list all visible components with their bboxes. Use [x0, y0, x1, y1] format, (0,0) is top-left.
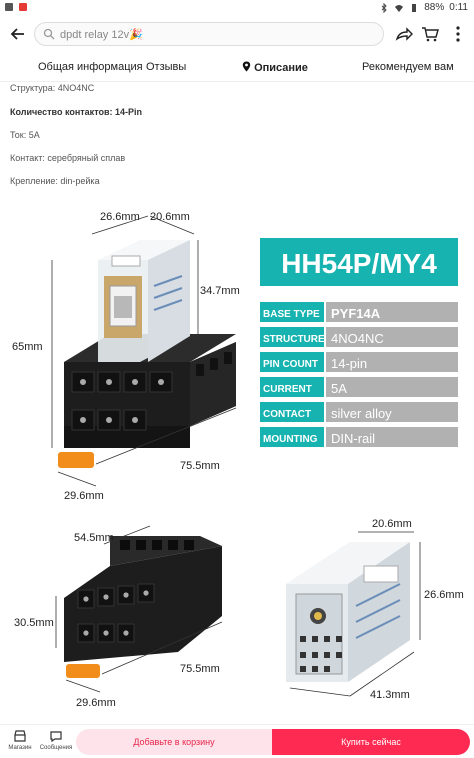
- top-header: dpdt relay 12v🎉: [0, 18, 474, 50]
- clock: 0:11: [449, 2, 468, 13]
- cart-icon[interactable]: [420, 24, 440, 44]
- model-title: HH54P/MY4: [281, 248, 437, 279]
- bottom-action-bar: Магазин Сообщения Добавьте в корзину Куп…: [0, 724, 474, 758]
- messages-label: Сообщения: [39, 745, 73, 751]
- relay-bottom: [286, 542, 410, 682]
- relay-top: [98, 240, 190, 362]
- battery-level: 88%: [424, 2, 445, 13]
- spec-table: HH54P/MY4 BASE TYPE PYF14A STRUCTURE 4NO…: [260, 238, 458, 447]
- tab-overview[interactable]: Общая информация: [38, 61, 143, 73]
- product-image[interactable]: 26.6mm 20.6mm 34.7mm 65mm 75.5mm 29.6mm …: [0, 196, 474, 724]
- location-pin-icon: [242, 61, 251, 72]
- dim-length: 75.5mm: [180, 460, 220, 472]
- spec-value-pin-count: 14-pin: [331, 356, 367, 371]
- back-arrow-icon[interactable]: [8, 24, 28, 44]
- spec-label-current: CURRENT: [263, 384, 312, 395]
- spec-contact: Контакт: серебряный сплав: [10, 153, 126, 163]
- spec-label-structure: STRUCTURE: [263, 334, 325, 345]
- spec-value-current: 5A: [331, 381, 347, 396]
- spec-current: Ток: 5A: [10, 130, 40, 140]
- search-icon: [43, 28, 55, 40]
- spec-label-contact: CONTACT: [263, 409, 311, 420]
- spec-label-mounting: MOUNTING: [263, 434, 318, 445]
- tab-recommended[interactable]: Рекомендуем вам: [362, 61, 454, 73]
- dimension-lines-top: [51, 215, 237, 487]
- socket-bottom: [64, 536, 222, 678]
- dim-depth: 29.6mm: [64, 490, 104, 502]
- dim-width-2: 20.6mm: [150, 211, 190, 223]
- search-input[interactable]: dpdt relay 12v🎉: [34, 22, 384, 46]
- spec-label-pin-count: PIN COUNT: [263, 359, 318, 370]
- store-button[interactable]: Магазин: [2, 729, 38, 751]
- chat-icon: [50, 731, 62, 743]
- tab-description-label: Описание: [254, 62, 308, 74]
- bluetooth-icon: [381, 2, 387, 13]
- share-icon[interactable]: [394, 24, 414, 44]
- dim-depth-bottom: 29.6mm: [76, 697, 116, 709]
- dim-length-bottom: 75.5mm: [180, 663, 220, 675]
- dim-total-height: 65mm: [12, 341, 43, 353]
- product-tabs: Общая информация Отзывы Описание Рекомен…: [0, 52, 474, 82]
- spec-value-mounting: DIN-rail: [331, 431, 375, 446]
- dim-width-1: 26.6mm: [100, 211, 140, 223]
- spec-value-contact: silver alloy: [331, 406, 392, 421]
- spec-pin-count: Количество контактов: 14-Pin: [10, 107, 143, 117]
- messages-button[interactable]: Сообщения: [38, 729, 74, 751]
- dim-relay-length: 41.3mm: [370, 689, 410, 701]
- product-diagram: 26.6mm 20.6mm 34.7mm 65mm 75.5mm 29.6mm …: [12, 211, 464, 709]
- dim-relay-height: 26.6mm: [424, 589, 464, 601]
- dim-top-height: 34.7mm: [200, 285, 240, 297]
- search-text: dpdt relay 12v🎉: [60, 28, 143, 41]
- tab-description[interactable]: Описание: [242, 61, 308, 74]
- dimension-lines-bottom-right: [289, 531, 421, 697]
- spec-label-base-type: BASE TYPE: [263, 309, 320, 320]
- notification-icon: [5, 3, 13, 11]
- dimension-lines-bottom-left: [55, 525, 223, 693]
- wifi-icon: [395, 4, 404, 12]
- app-icon: [19, 3, 27, 11]
- spec-value-base-type: PYF14A: [331, 306, 381, 321]
- battery-icon: [412, 3, 417, 12]
- spec-structure: Структура: 4NO4NC: [10, 83, 95, 93]
- spec-mounting: Крепление: din-рейка: [10, 176, 100, 186]
- spec-value-structure: 4NO4NC: [331, 331, 384, 346]
- store-icon: [14, 730, 26, 742]
- tab-reviews[interactable]: Отзывы: [146, 61, 187, 73]
- dim-relay-width: 20.6mm: [372, 518, 412, 530]
- dim-top-width-bottom: 54.5mm: [74, 532, 114, 544]
- more-icon[interactable]: [448, 24, 468, 44]
- store-label: Магазин: [8, 745, 32, 751]
- status-bar: 88% 0:11: [0, 0, 474, 16]
- dim-height-bottom: 30.5mm: [14, 617, 54, 629]
- add-to-cart-button[interactable]: Добавьте в корзину: [76, 729, 272, 755]
- buy-now-button[interactable]: Купить сейчас: [272, 729, 470, 755]
